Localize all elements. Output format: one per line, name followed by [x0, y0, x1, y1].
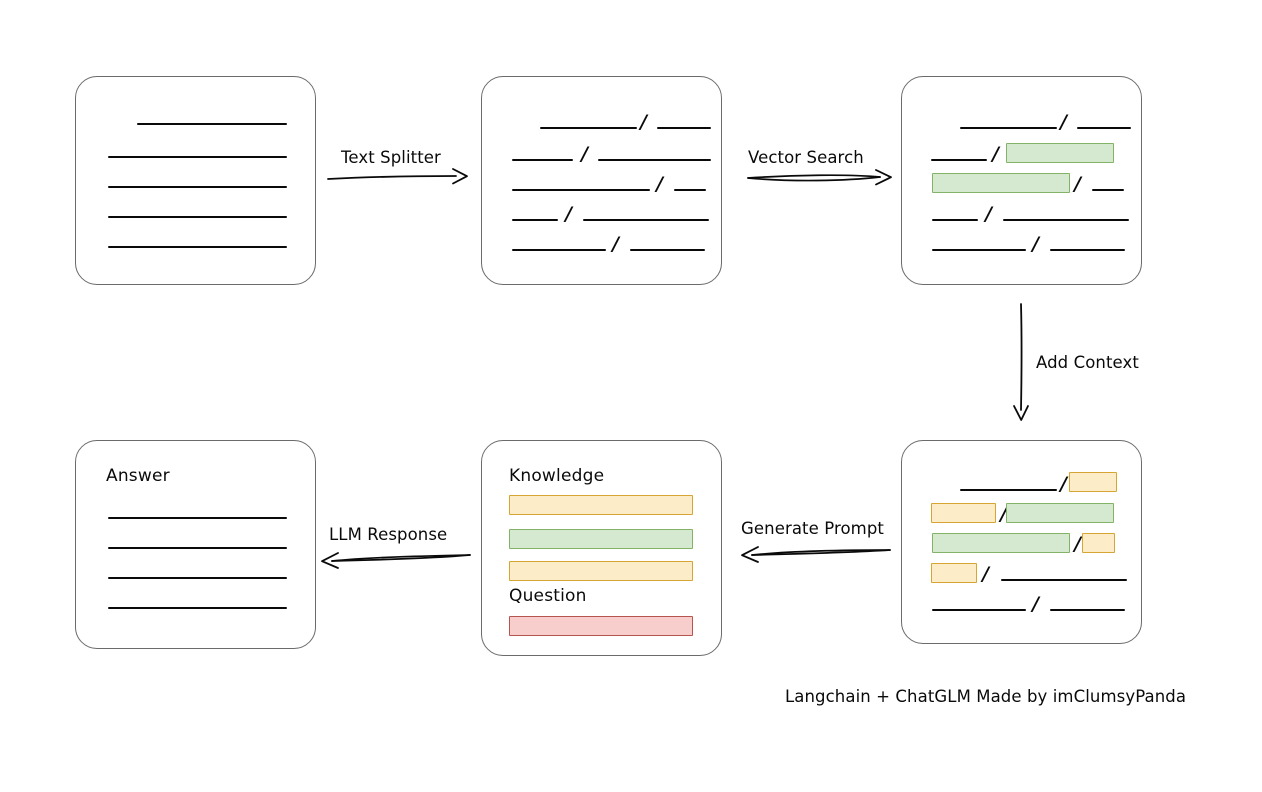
retrieved-chunk-highlight[interactable]	[1006, 503, 1114, 523]
node-context-enriched-chunks[interactable]: / / / / /	[901, 440, 1142, 644]
text-line	[1092, 189, 1124, 191]
text-line	[932, 249, 1026, 251]
chunk-separator: /	[982, 563, 989, 585]
chunk-separator: /	[1032, 593, 1039, 615]
chunk-separator: /	[1000, 503, 1007, 525]
edge-arrow-vector-search	[747, 169, 892, 186]
text-line	[932, 609, 1026, 611]
chunk-separator: /	[1032, 233, 1039, 255]
text-line	[630, 249, 705, 251]
text-line	[931, 159, 987, 161]
text-line	[512, 219, 558, 221]
chunk-separator: /	[992, 143, 999, 165]
knowledge-bar[interactable]	[509, 561, 693, 581]
text-line	[1003, 219, 1129, 221]
knowledge-bar[interactable]	[509, 529, 693, 549]
chunk-separator: /	[1060, 473, 1067, 495]
text-line	[1050, 609, 1125, 611]
text-line	[512, 249, 606, 251]
chunk-separator: /	[985, 203, 992, 225]
chunk-separator: /	[581, 143, 588, 165]
text-line	[108, 156, 287, 158]
edge-label-text-splitter: Text Splitter	[341, 148, 441, 167]
edge-label-generate-prompt: Generate Prompt	[741, 519, 884, 538]
edge-label-vector-search: Vector Search	[748, 148, 864, 167]
footer-credit: Langchain + ChatGLM Made by imClumsyPand…	[785, 687, 1187, 706]
text-line	[512, 189, 650, 191]
question-bar[interactable]	[509, 616, 693, 636]
retrieved-chunk-highlight[interactable]	[932, 173, 1070, 193]
text-line	[1077, 127, 1131, 129]
text-line	[108, 186, 287, 188]
text-line	[108, 607, 287, 609]
node-answer[interactable]: Answer	[75, 440, 316, 649]
text-line	[960, 127, 1057, 129]
text-line	[108, 216, 287, 218]
text-line	[540, 127, 637, 129]
retrieved-chunk-highlight[interactable]	[1006, 143, 1114, 163]
chunk-separator: /	[612, 233, 619, 255]
node-source-document[interactable]	[75, 76, 316, 285]
edge-arrow-llm-response	[321, 552, 471, 569]
text-line	[108, 577, 287, 579]
text-line	[512, 159, 573, 161]
prompt-section-heading-question: Question	[509, 586, 587, 606]
answer-heading: Answer	[106, 466, 170, 486]
text-line	[960, 489, 1057, 491]
text-line	[108, 246, 287, 248]
text-line	[674, 189, 706, 191]
edge-label-add-context: Add Context	[1036, 353, 1139, 372]
edge-arrow-generate-prompt	[741, 546, 891, 563]
edge-arrow-text-splitter	[327, 168, 468, 185]
chunk-separator: /	[1074, 533, 1081, 555]
context-chunk-highlight[interactable]	[1069, 472, 1117, 492]
chunk-separator: /	[656, 173, 663, 195]
node-split-chunks[interactable]: / / / / /	[481, 76, 722, 285]
knowledge-bar[interactable]	[509, 495, 693, 515]
retrieved-chunk-highlight[interactable]	[932, 533, 1070, 553]
edge-arrow-add-context	[1013, 303, 1029, 421]
text-line	[108, 517, 287, 519]
chunk-separator: /	[565, 203, 572, 225]
context-chunk-highlight[interactable]	[931, 563, 977, 583]
text-line	[1001, 579, 1127, 581]
text-line	[657, 127, 711, 129]
chunk-separator: /	[1074, 173, 1081, 195]
text-line	[1050, 249, 1125, 251]
text-line	[932, 219, 978, 221]
text-line	[598, 159, 711, 161]
node-vector-matched-chunks[interactable]: / / / / /	[901, 76, 1142, 285]
text-line	[137, 123, 287, 125]
edge-label-llm-response: LLM Response	[329, 525, 448, 544]
chunk-separator: /	[1060, 111, 1067, 133]
context-chunk-highlight[interactable]	[931, 503, 996, 523]
context-chunk-highlight[interactable]	[1082, 533, 1115, 553]
text-line	[583, 219, 709, 221]
node-prompt[interactable]: Knowledge Question	[481, 440, 722, 656]
prompt-section-heading-knowledge: Knowledge	[509, 466, 605, 486]
chunk-separator: /	[640, 111, 647, 133]
text-line	[108, 547, 287, 549]
